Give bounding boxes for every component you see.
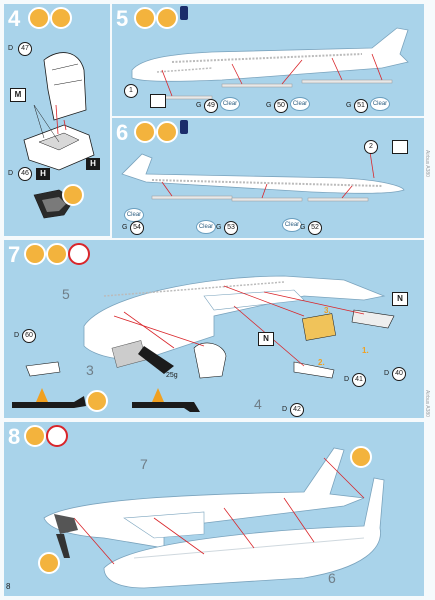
step-6-number: 6 <box>116 120 129 145</box>
sub-step-3: 3. <box>324 306 331 315</box>
glue-icon <box>46 243 68 265</box>
warning-icon <box>86 390 108 412</box>
step-5-drawing <box>131 27 409 100</box>
step-7-number: 7 <box>8 242 21 267</box>
callout-1: 1 <box>124 84 138 98</box>
step-4-drawing <box>23 52 95 219</box>
decal-icon <box>62 184 84 206</box>
part-d40-number: 40 <box>392 367 406 381</box>
page-number: 8 <box>6 582 11 591</box>
paint-pot-icon <box>180 6 188 20</box>
brush-icon <box>156 121 178 143</box>
part-g52-number: 52 <box>308 221 322 235</box>
flag-n-lower: N <box>258 332 274 346</box>
clock-icon <box>46 425 68 447</box>
callout-2: 2 <box>364 140 378 154</box>
decal-icon <box>350 446 372 468</box>
weight-label: 25g <box>166 372 178 379</box>
part-g52-letter: G <box>300 224 306 231</box>
part-d42-number: 42 <box>290 403 304 417</box>
part-g50-number: 50 <box>274 99 288 113</box>
tool-icon <box>24 243 46 265</box>
part-g53-letter: G <box>216 224 222 231</box>
ghost-number-4: 4 <box>254 396 262 412</box>
clear-badge: Clear <box>290 97 310 111</box>
tool-icon <box>134 7 156 29</box>
glue-icon <box>50 7 72 29</box>
part-d41-letter: D <box>344 376 350 383</box>
part-g54-number: 54 <box>130 221 144 235</box>
part-g49-letter: G <box>196 102 202 109</box>
flag-step6 <box>392 140 408 154</box>
ghost-number-7: 7 <box>140 456 148 472</box>
clear-badge: Clear <box>124 208 144 222</box>
step-8-number: 8 <box>8 424 21 449</box>
paint-pot-icon <box>180 120 188 134</box>
part-d60-letter: D <box>14 332 20 339</box>
sub-step-2: 2. <box>318 358 325 367</box>
side-text: Airbus A380 <box>424 390 430 417</box>
part-label-d46: D <box>8 170 14 177</box>
part-g53-number: 53 <box>224 221 238 235</box>
ghost-number-6: 6 <box>328 570 336 586</box>
tool-icon <box>134 121 156 143</box>
step-4-number: 4 <box>8 6 21 31</box>
side-text: Airbus A380 <box>424 150 430 177</box>
clear-badge: Clear <box>196 220 216 234</box>
clear-badge: Clear <box>370 97 390 111</box>
clock-icon <box>68 243 90 265</box>
part-d41-number: 41 <box>352 373 366 387</box>
part-number-47: 47 <box>18 42 32 56</box>
part-g50-letter: G <box>266 102 272 109</box>
ghost-number-3: 3 <box>86 362 94 378</box>
clear-badge: Clear <box>282 218 302 232</box>
brush-icon <box>156 7 178 29</box>
part-g51-letter: G <box>346 102 352 109</box>
flag-h-left: H <box>36 168 50 180</box>
flag-m: M <box>10 88 26 102</box>
step-5-number: 5 <box>116 6 129 31</box>
part-g49-number: 49 <box>204 99 218 113</box>
sub-step-1: 1. <box>362 346 369 355</box>
flag-h-right: H <box>86 158 100 170</box>
flag-step5 <box>150 94 166 108</box>
part-g54-letter: G <box>122 224 128 231</box>
glue-icon <box>24 425 46 447</box>
ghost-number-5: 5 <box>62 286 70 302</box>
part-g51-number: 51 <box>354 99 368 113</box>
step-8-drawing <box>43 447 385 589</box>
step-arrow-up <box>36 388 48 402</box>
step-6-drawing <box>121 151 405 202</box>
tool-icon <box>28 7 50 29</box>
part-label-d47: D <box>8 45 14 52</box>
flag-n-upper: N <box>392 292 408 306</box>
part-d42-letter: D <box>282 406 288 413</box>
part-d40-letter: D <box>384 370 390 377</box>
step-7-drawing <box>12 275 395 412</box>
clear-badge: Clear <box>220 97 240 111</box>
part-d60-number: 60 <box>22 329 36 343</box>
decal-icon <box>38 552 60 574</box>
step-arrow-up <box>152 388 164 402</box>
part-number-46: 46 <box>18 167 32 181</box>
